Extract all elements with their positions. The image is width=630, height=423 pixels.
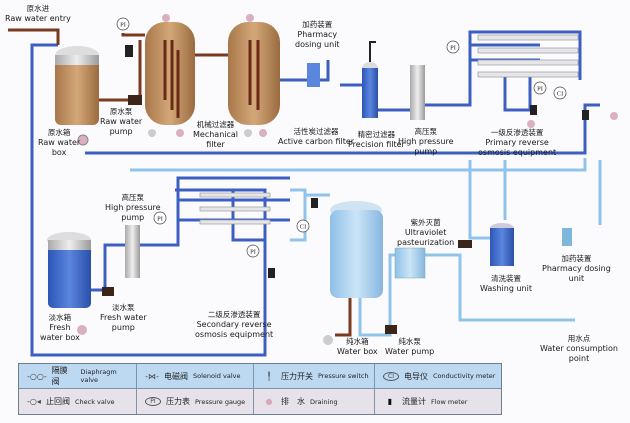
pharmacy-dosing-tank-2 — [562, 228, 572, 246]
primary-ro-membranes — [477, 34, 579, 78]
drain-icon — [527, 120, 535, 128]
flow-meter-icon — [311, 198, 318, 208]
pressure-gauge-icon: PI — [145, 397, 161, 406]
svg-text:CI: CI — [300, 224, 307, 231]
flow-meter-icon — [530, 105, 537, 115]
precision-filter — [362, 41, 378, 118]
conductivity-meter-icon: CI — [383, 371, 399, 381]
diaphragm-valve-icon: -○○- — [27, 371, 47, 381]
washing-unit-tank — [490, 223, 514, 266]
flow-meter-icon — [268, 268, 275, 278]
raw-water-box-tank — [55, 46, 99, 146]
fresh-water-pump — [102, 287, 114, 296]
fresh-water-box-tank — [47, 232, 91, 335]
pure-water-box-tank — [323, 201, 383, 345]
light-blue-pipes — [130, 158, 602, 337]
flow-meter-icon: ▮ — [387, 397, 393, 406]
uv-unit — [394, 247, 426, 279]
high-pressure-pump-1 — [410, 65, 425, 120]
svg-text:PI: PI — [157, 216, 163, 223]
drain-icon — [77, 134, 89, 146]
instrument-circles — [116, 17, 567, 258]
flow-meter-icon — [125, 45, 133, 57]
water-pump — [385, 325, 397, 334]
pressure-switch-icon: ╿ — [266, 371, 272, 381]
drain-icon: ● — [265, 397, 273, 406]
svg-text:CI: CI — [557, 91, 564, 98]
active-carbon-filter-tank — [228, 14, 280, 137]
secondary-ro-membranes — [199, 192, 271, 225]
pharmacy-dosing-tank-1 — [307, 63, 320, 87]
svg-text:PI: PI — [450, 45, 456, 52]
svg-text:PI: PI — [120, 22, 126, 29]
svg-text:PI: PI — [537, 86, 543, 93]
instrument-tags: PI PI PI CI PI PI CI — [120, 22, 563, 256]
solenoid-valve-icon: -⋈- — [145, 371, 159, 381]
check-valve-icon: -○◂ — [27, 397, 41, 406]
drain-icon — [610, 112, 618, 120]
flow-meter-icon — [582, 110, 589, 120]
high-pressure-pump-2 — [125, 225, 140, 278]
washing-pump — [458, 240, 472, 248]
mechanical-filter-tank — [145, 14, 195, 137]
brown-pipes — [8, 28, 352, 337]
svg-text:PI: PI — [250, 249, 256, 256]
raw-water-pump — [128, 95, 142, 105]
